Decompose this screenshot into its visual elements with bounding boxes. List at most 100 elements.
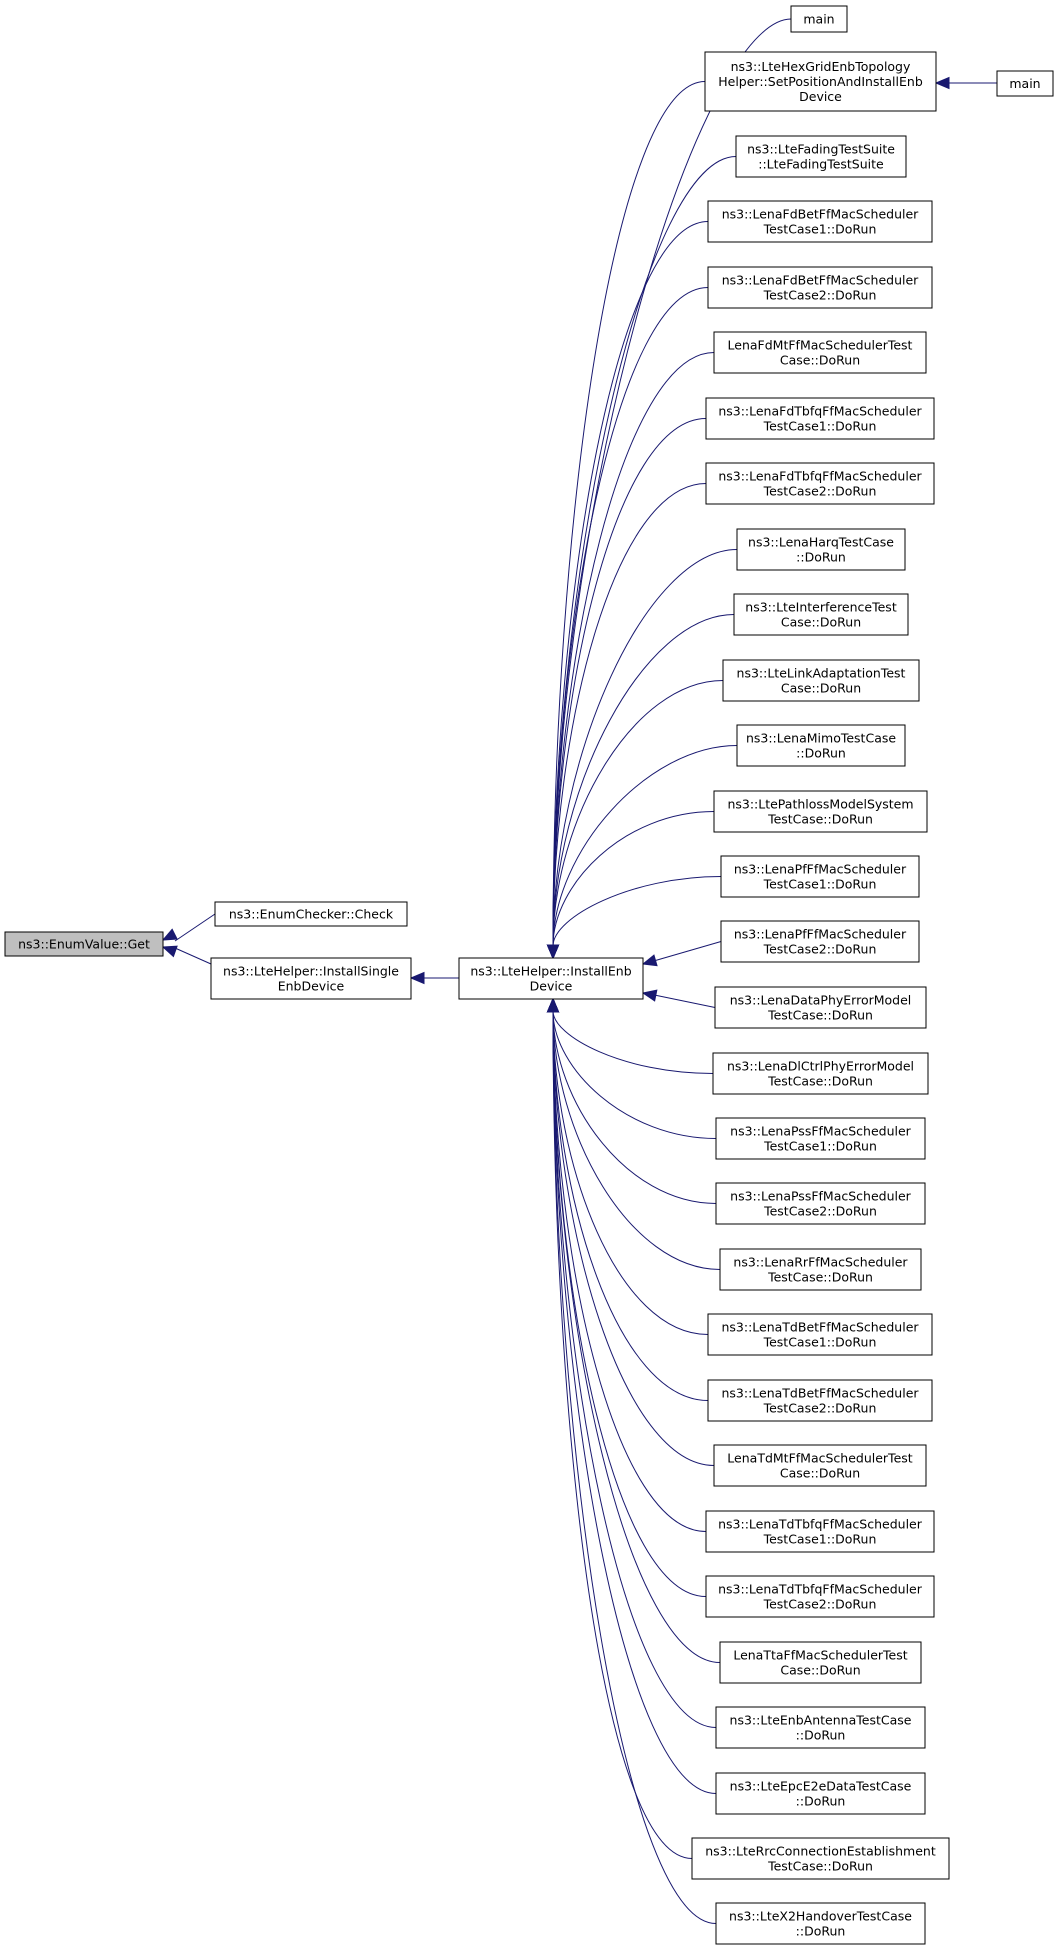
node-tdbet1[interactable]: ns3::LenaTdBetFfMacSchedulerTestCase1::D… <box>707 1313 933 1356</box>
node-fading[interactable]: ns3::LteFadingTestSuite::LteFadingTestSu… <box>735 135 907 178</box>
node-fdbet1[interactable]: ns3::LenaFdBetFfMacSchedulerTestCase1::D… <box>707 200 933 243</box>
node-antenna[interactable]: ns3::LteEnbAntennaTestCase::DoRun <box>715 1706 926 1749</box>
edge-tdmt-to-install-enb-line <box>552 1010 715 1466</box>
node-label-line: ns3::LenaRrFfMacScheduler <box>733 1255 908 1270</box>
edge-hexgrid-to-install-enb-line <box>552 81 706 947</box>
edge-pf2-to-install-enb-line <box>654 941 722 962</box>
node-label-line: EnbDevice <box>278 979 345 994</box>
node-label-line: ns3::LteRrcConnectionEstablishment <box>705 1844 936 1859</box>
node-label-line: TestCase::DoRun <box>767 812 873 827</box>
node-box <box>705 1575 935 1618</box>
node-box <box>458 957 644 1000</box>
node-label-line: ns3::LteEpcE2eDataTestCase <box>730 1779 912 1794</box>
node-box <box>720 855 920 898</box>
edge-x2-to-install-enb <box>546 997 717 1924</box>
node-box <box>720 920 920 963</box>
node-fdtbfq1[interactable]: ns3::LenaFdTbfqFfMacSchedulerTestCase1::… <box>705 397 935 440</box>
edge-tta-to-install-enb <box>546 997 721 1663</box>
edge-pss2-to-install-enb <box>546 997 717 1204</box>
edge-rrc-to-install-enb-line <box>552 1010 693 1859</box>
node-pss1[interactable]: ns3::LenaPssFfMacSchedulerTestCase1::DoR… <box>715 1117 926 1160</box>
node-box <box>707 266 933 309</box>
edge-enum-check-to-get-arrowhead <box>161 928 178 941</box>
node-pf2[interactable]: ns3::LenaPfFfMacSchedulerTestCase2::DoRu… <box>720 920 920 963</box>
node-tdbet2[interactable]: ns3::LenaTdBetFfMacSchedulerTestCase2::D… <box>707 1379 933 1422</box>
node-mimo[interactable]: ns3::LenaMimoTestCase::DoRun <box>736 724 906 767</box>
node-label-line: ::DoRun <box>796 746 846 761</box>
node-pathloss[interactable]: ns3::LtePathlossModelSystemTestCase::DoR… <box>713 790 928 833</box>
node-main-top[interactable]: main <box>790 5 848 33</box>
node-box <box>707 1313 933 1356</box>
node-label-line: Case::DoRun <box>780 1466 860 1481</box>
node-label-line: TestCase1::DoRun <box>763 1532 877 1547</box>
node-x2[interactable]: ns3::LteX2HandoverTestCase::DoRun <box>715 1902 926 1945</box>
edges <box>161 18 997 1924</box>
edge-x2-to-install-enb-arrowhead <box>546 997 560 1013</box>
edge-fdmt-to-install-enb-line <box>552 352 715 947</box>
node-label-line: ns3::LtePathlossModelSystem <box>727 797 913 812</box>
node-label-line: TestCase1::DoRun <box>763 222 877 237</box>
node-box <box>715 1117 926 1160</box>
node-epc[interactable]: ns3::LteEpcE2eDataTestCase::DoRun <box>715 1772 926 1815</box>
node-label-line: ns3::LteEnbAntennaTestCase <box>730 1713 912 1728</box>
node-box <box>715 1182 926 1225</box>
node-pf1[interactable]: ns3::LenaPfFfMacSchedulerTestCase1::DoRu… <box>720 855 920 898</box>
node-label-line: TestCase::DoRun <box>767 1074 873 1089</box>
edge-mimo-to-install-enb-line <box>552 745 738 947</box>
node-label-line: ::DoRun <box>796 1924 846 1939</box>
node-fdtbfq2[interactable]: ns3::LenaFdTbfqFfMacSchedulerTestCase2::… <box>705 462 935 505</box>
node-label-line: LenaFdMtFfMacSchedulerTest <box>728 338 913 353</box>
node-main-right[interactable]: main <box>996 70 1054 97</box>
node-box <box>719 1641 922 1684</box>
node-label-line: TestCase::DoRun <box>767 1008 873 1023</box>
node-box <box>733 593 909 636</box>
node-label-line: ns3::LenaPfFfMacScheduler <box>734 927 907 942</box>
node-box <box>715 1706 926 1749</box>
edge-pathloss-to-install-enb-line <box>552 811 715 947</box>
node-harq[interactable]: ns3::LenaHarqTestCase::DoRun <box>736 528 906 571</box>
edge-fdbet1-to-install-enb <box>546 221 709 960</box>
edge-dataphy-to-install-enb <box>641 989 716 1008</box>
node-dataphy[interactable]: ns3::LenaDataPhyErrorModelTestCase::DoRu… <box>714 986 927 1029</box>
edge-dlctrl-to-install-enb <box>546 997 714 1074</box>
node-hexgrid[interactable]: ns3::LteHexGridEnbTopologyHelper::SetPos… <box>704 51 937 112</box>
edge-tdbet2-to-install-enb <box>546 997 709 1401</box>
node-box <box>4 931 164 957</box>
node-label-line: ::DoRun <box>796 1728 846 1743</box>
edge-dlctrl-to-install-enb-line <box>552 1010 714 1074</box>
node-rrc[interactable]: ns3::LteRrcConnectionEstablishmentTestCa… <box>691 1837 950 1880</box>
edge-install-single-to-get-line <box>174 947 212 965</box>
edge-epc-to-install-enb-line <box>552 1010 717 1794</box>
node-pss2[interactable]: ns3::LenaPssFfMacSchedulerTestCase2::DoR… <box>715 1182 926 1225</box>
node-dlctrl[interactable]: ns3::LenaDlCtrlPhyErrorModelTestCase::Do… <box>712 1052 929 1095</box>
node-label-line: TestCase1::DoRun <box>763 1335 877 1350</box>
edge-install-enb-to-single <box>409 971 459 985</box>
node-tdtbfq2[interactable]: ns3::LenaTdTbfqFfMacSchedulerTestCase2::… <box>705 1575 935 1618</box>
node-label-line: TestCase1::DoRun <box>763 877 877 892</box>
node-box <box>715 1902 926 1945</box>
node-tdtbfq1[interactable]: ns3::LenaTdTbfqFfMacSchedulerTestCase1::… <box>705 1510 935 1553</box>
node-enum-get[interactable]: ns3::EnumValue::Get <box>4 931 164 957</box>
node-label-line: ns3::LenaFdTbfqFfMacScheduler <box>718 404 922 419</box>
node-box <box>704 51 937 112</box>
edge-tdbet2-to-install-enb-line <box>552 1010 709 1401</box>
node-box <box>736 528 906 571</box>
node-box <box>705 462 935 505</box>
node-label-line: LenaTtaFfMacSchedulerTest <box>733 1648 907 1663</box>
edge-install-single-to-get-arrowhead <box>161 945 178 958</box>
node-fdbet2[interactable]: ns3::LenaFdBetFfMacSchedulerTestCase2::D… <box>707 266 933 309</box>
node-box <box>707 1379 933 1422</box>
node-enum-check[interactable]: ns3::EnumChecker::Check <box>214 901 408 927</box>
node-label-line: Case::DoRun <box>781 615 861 630</box>
edge-rr-to-install-enb-line <box>552 1010 721 1270</box>
edge-rrc-to-install-enb <box>546 997 693 1859</box>
